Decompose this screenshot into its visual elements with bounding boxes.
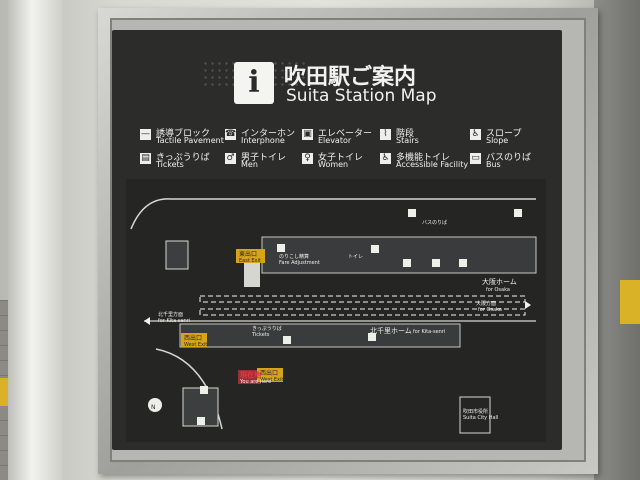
tickets-icon: ▤ xyxy=(140,153,151,164)
accessible-facility-icon xyxy=(459,259,467,267)
to-kita-senri-en: for Kita-senri xyxy=(158,318,190,324)
bus-icon xyxy=(514,209,522,217)
bus-icon xyxy=(408,209,416,217)
west-exit-sign-secondary xyxy=(257,368,283,382)
north-road-line xyxy=(130,198,536,230)
osaka-platform-label-en: for Osaka xyxy=(486,287,510,293)
city-hall-label-ja: 吹田市役所 xyxy=(463,408,488,415)
men-icon: ♂ xyxy=(225,153,236,164)
clinic-building-north xyxy=(165,240,189,270)
elevator-icon xyxy=(277,244,285,252)
west-exit-label-ja: 西出口 xyxy=(184,334,202,342)
title-japanese: 吹田駅ご案内 xyxy=(284,65,417,90)
tickets-icon xyxy=(200,386,208,394)
women-icon: ♀ xyxy=(302,153,313,164)
tickets-label-ja: きっぷうりば xyxy=(252,325,282,332)
accessible-facility-icon: ♿ xyxy=(380,153,391,164)
information-icon: i xyxy=(234,62,274,104)
right-arrow-icon xyxy=(525,301,531,309)
you-are-here-label-en: You are here xyxy=(239,379,271,385)
tactile-pavement-icon: — xyxy=(140,129,151,140)
facility-icons xyxy=(197,209,522,425)
kita-senri-platform-en: for Kita-senri xyxy=(413,329,445,335)
elevator-icon xyxy=(368,333,376,341)
tickets-label-en: Tickets xyxy=(251,332,270,338)
stairs-icon xyxy=(283,336,291,344)
west-exit-sign xyxy=(181,333,207,347)
fare-adjustment-label-en: Fare Adjustment xyxy=(279,260,320,266)
fare-adjustment-label-ja: のりこし精算 xyxy=(279,253,309,260)
women-icon xyxy=(432,259,440,267)
to-osaka-label-en: for Osaka xyxy=(478,307,502,313)
to-kita-senri-ja: 北千里方面 xyxy=(158,311,183,318)
interphone-icon: ☎ xyxy=(225,129,237,140)
upper-track xyxy=(199,295,526,303)
osaka-platform-building xyxy=(261,236,537,274)
map-svg: N 東出口 East Exit 西出口 West Exit 西出口 West E… xyxy=(126,179,546,442)
kita-senri-platform-ja: 北千里ホーム xyxy=(370,326,412,335)
east-exit-sign xyxy=(236,249,265,263)
north-symbol: N xyxy=(151,404,156,411)
left-arrow-icon xyxy=(144,317,150,325)
osaka-platform-label-ja: 大阪ホーム xyxy=(482,277,517,286)
west-exit-secondary-ja: 西出口 xyxy=(260,369,278,377)
title-english: Suita Station Map xyxy=(286,86,437,106)
station-floor-map: N 東出口 East Exit 西出口 West Exit 西出口 West E… xyxy=(126,179,546,442)
white-pillar xyxy=(8,0,62,480)
lower-track xyxy=(199,308,526,316)
kita-senri-platform-building xyxy=(179,323,461,348)
tactile-paving-right xyxy=(620,280,640,324)
concourse-stairs xyxy=(244,259,260,287)
city-hall-label-en: Suita City Hall xyxy=(463,415,498,421)
north-compass-icon xyxy=(148,398,162,412)
west-exit-label-en: West Exit xyxy=(184,342,207,348)
city-hall-block xyxy=(459,396,491,434)
stairs-icon: ⌇ xyxy=(380,129,391,140)
slope-icon xyxy=(197,417,205,425)
you-are-here-marker xyxy=(238,370,261,384)
to-osaka-label-ja: 大阪方面 xyxy=(476,300,496,307)
bus-icon: ▭ xyxy=(470,153,481,164)
right-column xyxy=(594,0,640,480)
you-are-here-label-ja: 現在地 xyxy=(240,370,261,379)
east-exit-label-ja: 東出口 xyxy=(239,250,257,258)
east-exit-label-en: East Exit xyxy=(239,258,261,264)
slope-icon: ♿ xyxy=(470,129,481,140)
stairs-icon xyxy=(371,245,379,253)
west-exit-secondary-en: West Exit xyxy=(260,377,283,383)
elevator-icon: ▣ xyxy=(302,129,313,140)
toilet-label: トイレ xyxy=(348,254,363,260)
men-icon xyxy=(403,259,411,267)
bus-stop-label: バスのりば xyxy=(422,219,447,226)
